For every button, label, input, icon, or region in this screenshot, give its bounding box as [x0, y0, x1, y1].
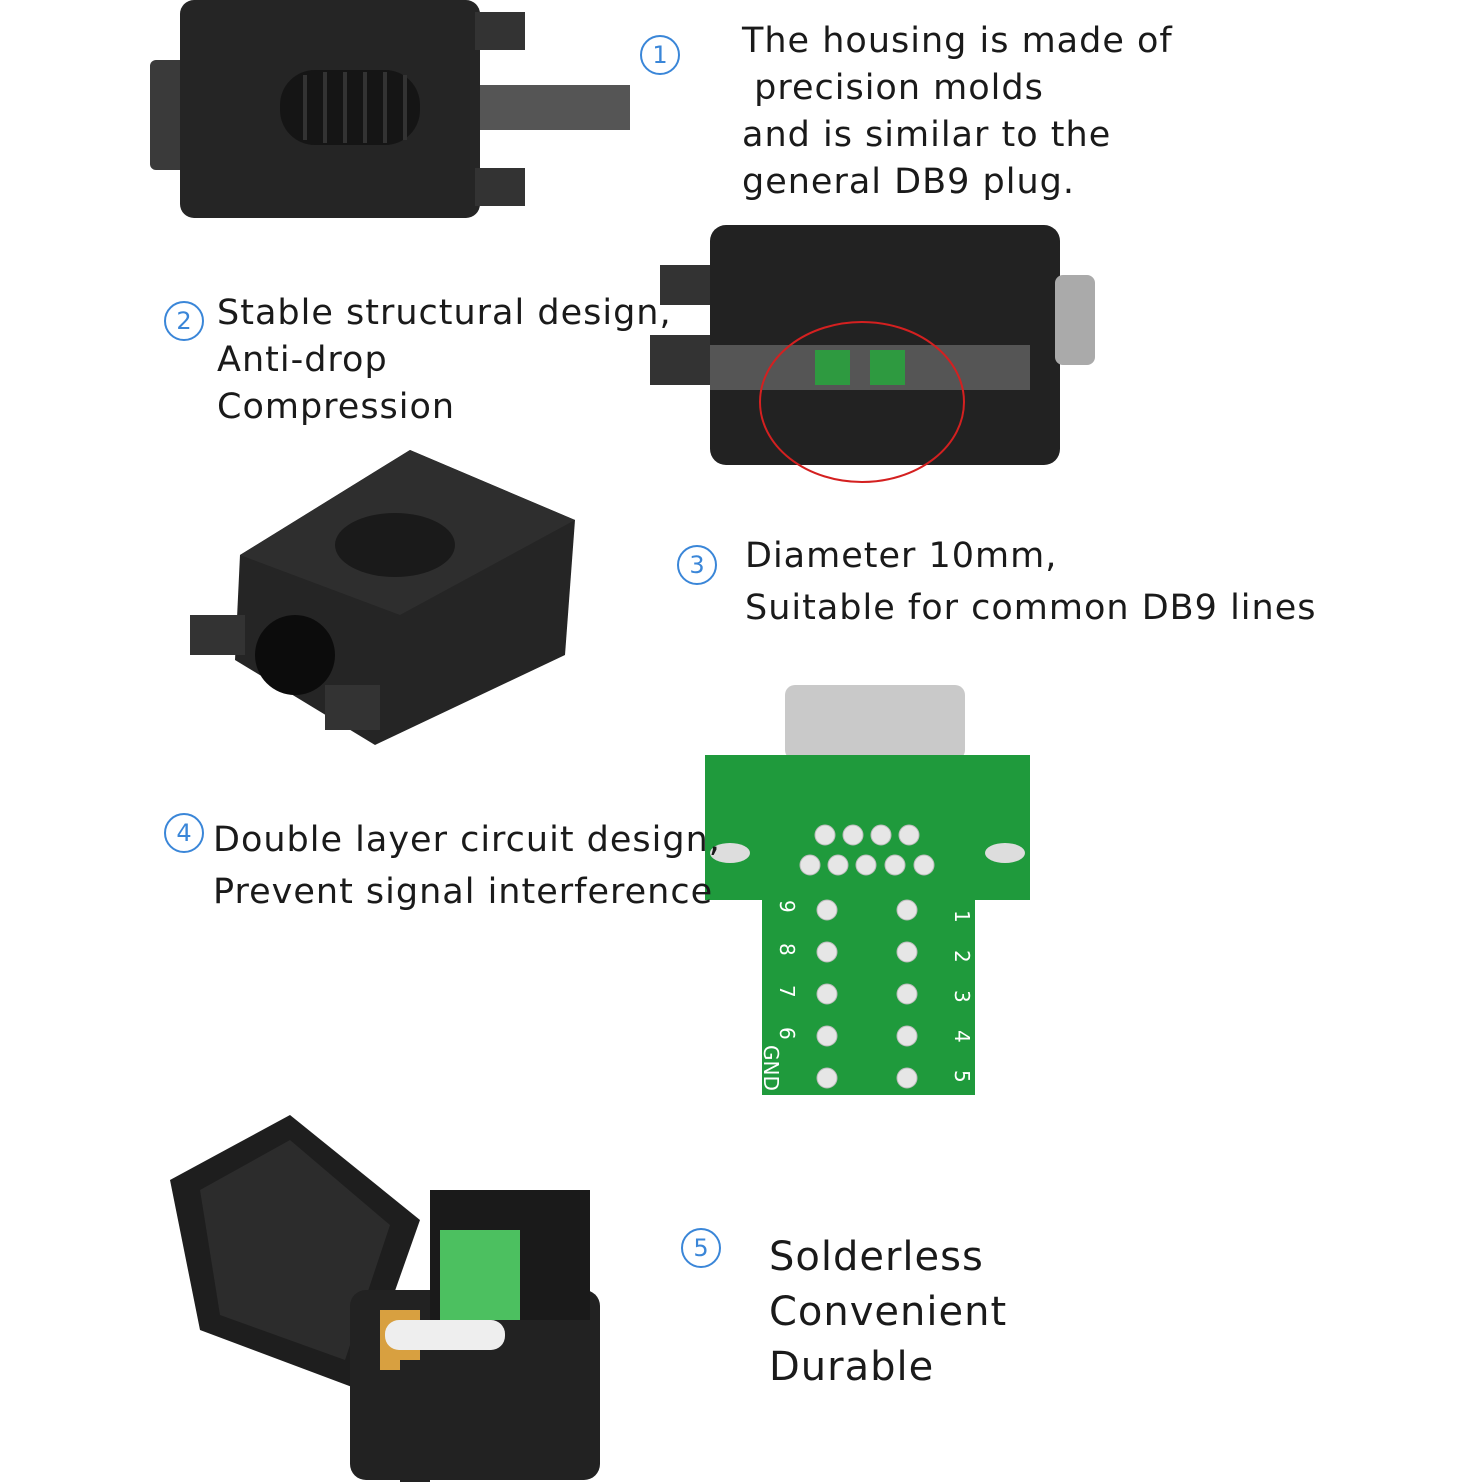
pcb-pin-pad — [884, 854, 906, 876]
pcb-label-left: 9 — [775, 900, 799, 913]
pcb-pin-pad — [827, 854, 849, 876]
feature-3-number: 3 — [677, 545, 717, 585]
pcb-pin-pad — [896, 1025, 918, 1047]
feature-2-number: 2 — [164, 301, 204, 341]
pcb-label-left: GND — [759, 1045, 783, 1091]
pcb-pin-pad — [816, 941, 838, 963]
feature-3-line: Suitable for common DB9 lines — [745, 588, 1317, 628]
pcb-label-right: 3 — [950, 990, 974, 1003]
pcb-pin-pad — [816, 1067, 838, 1089]
feature-2-line: Compression — [217, 387, 456, 427]
pcb-pin-pad — [816, 1025, 838, 1047]
feature-1-text: The housing is made of precision molds an… — [742, 18, 1173, 206]
db9-pcb-image: 1 2 3 4 5 9 8 7 6 GND — [705, 685, 1030, 1095]
pcb-pin-pad — [814, 824, 836, 846]
pcb-pin-pad — [896, 1067, 918, 1089]
feature-1-line: precision molds — [742, 68, 1044, 108]
pcb-pin-pad — [913, 854, 935, 876]
feature-3-text: Diameter 10mm, Suitable for common DB9 li… — [745, 530, 1316, 634]
db9-housing-side-image — [150, 0, 630, 218]
pcb-label-right: 1 — [950, 910, 974, 923]
pcb-label-right: 2 — [950, 950, 974, 963]
feature-5-line: Convenient — [769, 1289, 1008, 1335]
feature-1-line: general DB9 plug. — [742, 162, 1075, 202]
feature-2-line: Anti-drop — [217, 340, 388, 380]
pcb-pin-pad — [898, 824, 920, 846]
db9-housing-latch-image — [650, 225, 1095, 483]
feature-4-line: Prevent signal interference — [213, 872, 714, 912]
feature-2-line: Stable structural design, — [217, 293, 672, 333]
pcb-label-left: 6 — [775, 1027, 799, 1040]
feature-4-text: Double layer circuit design, Prevent sign… — [213, 814, 721, 918]
pcb-pin-pad — [816, 899, 838, 921]
db9-open-housing-image — [170, 1115, 600, 1482]
feature-1-line: The housing is made of — [742, 21, 1173, 61]
feature-4-number: 4 — [164, 813, 204, 853]
pcb-pin-pad — [816, 983, 838, 1005]
feature-5-number: 5 — [681, 1228, 721, 1268]
pcb-pin-pad — [896, 899, 918, 921]
pcb-label-right: 4 — [950, 1030, 974, 1043]
feature-4-line: Double layer circuit design, — [213, 820, 721, 860]
pcb-pin-pad — [870, 824, 892, 846]
pcb-pin-pad — [855, 854, 877, 876]
pcb-label-left: 8 — [775, 943, 799, 956]
feature-1-line: and is similar to the — [742, 115, 1112, 155]
feature-3-line: Diameter 10mm, — [745, 536, 1058, 576]
feature-5-line: Durable — [769, 1344, 935, 1390]
pcb-pin-pad — [842, 824, 864, 846]
feature-5-line: Solderless — [769, 1234, 984, 1280]
pcb-pin-pad — [896, 941, 918, 963]
feature-1-number: 1 — [640, 35, 680, 75]
pcb-pin-pad — [799, 854, 821, 876]
db9-housing-perspective-image — [190, 450, 575, 745]
pcb-label-left: 7 — [775, 985, 799, 998]
pcb-pin-pad — [896, 983, 918, 1005]
pcb-label-right: 5 — [950, 1070, 974, 1083]
